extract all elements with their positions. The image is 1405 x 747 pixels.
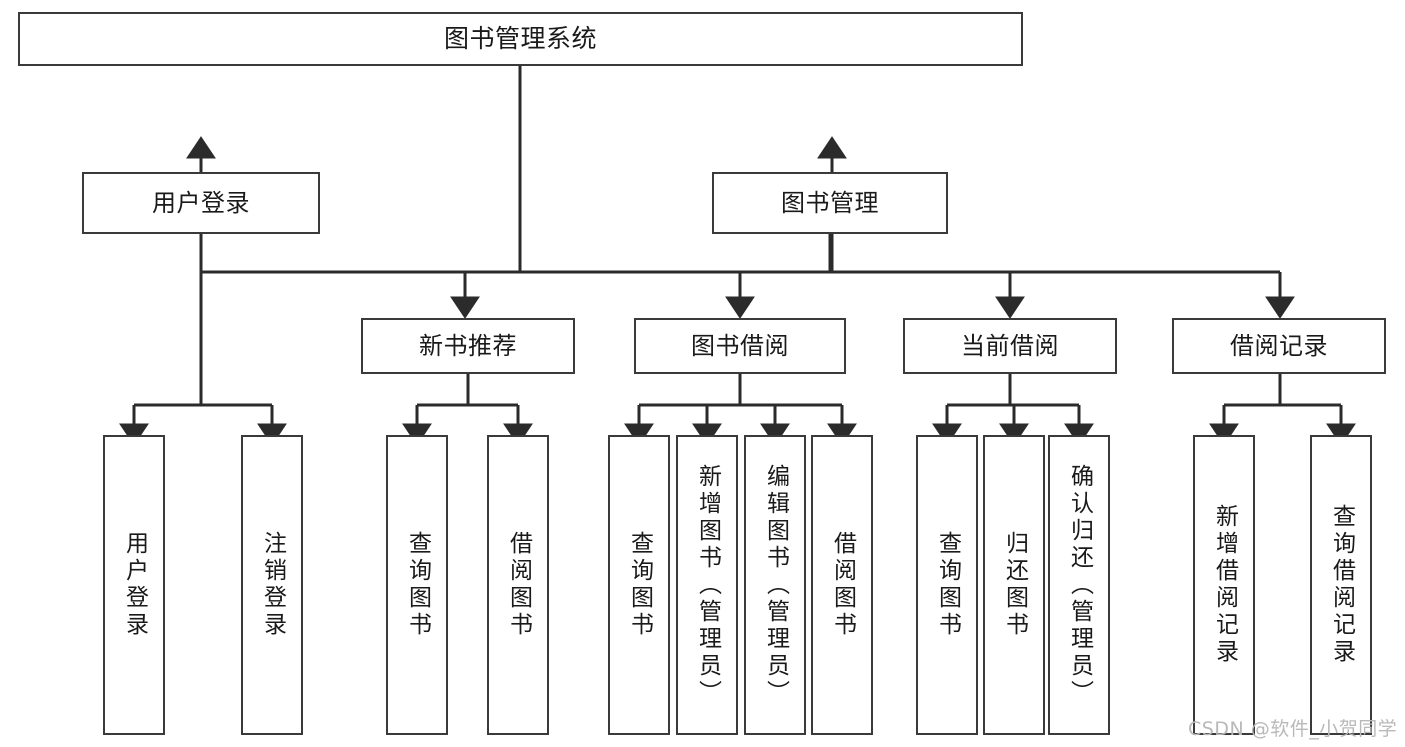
node-new-book-rec[interactable]: 新书推荐 xyxy=(361,318,575,374)
node-label: 图书管理系统 xyxy=(443,24,597,54)
csdn-watermark: CSDN @软件_小贺同学 xyxy=(1188,718,1398,740)
node-label: 借阅记录 xyxy=(1230,331,1328,360)
node-label: 确认归还（管理员） xyxy=(1066,463,1093,707)
node-label: 查询图书 xyxy=(404,531,431,639)
node-label: 用户登录 xyxy=(121,531,148,639)
node-leaf-edit-book[interactable]: 编辑图书（管理员） xyxy=(744,435,806,735)
node-leaf-confirm-return[interactable]: 确认归还（管理员） xyxy=(1048,435,1110,735)
node-leaf-borrow-book-1[interactable]: 借阅图书 xyxy=(487,435,549,735)
node-label: 编辑图书（管理员） xyxy=(762,463,789,707)
node-label: 新增借阅记录 xyxy=(1211,504,1238,666)
node-leaf-return-book[interactable]: 归还图书 xyxy=(983,435,1045,735)
node-label: 图书管理 xyxy=(781,188,879,217)
node-leaf-user-login[interactable]: 用户登录 xyxy=(103,435,165,735)
node-root-book-management-system[interactable]: 图书管理系统 xyxy=(18,12,1023,66)
node-book-borrow[interactable]: 图书借阅 xyxy=(634,318,846,374)
node-user-login[interactable]: 用户登录 xyxy=(82,172,320,234)
node-leaf-add-record[interactable]: 新增借阅记录 xyxy=(1193,435,1255,735)
node-leaf-add-book[interactable]: 新增图书（管理员） xyxy=(676,435,738,735)
node-label: 查询借阅记录 xyxy=(1328,504,1355,666)
node-leaf-query-book-1[interactable]: 查询图书 xyxy=(386,435,448,735)
node-label: 注销登录 xyxy=(259,531,286,639)
node-label: 当前借阅 xyxy=(961,331,1059,360)
node-leaf-query-book-3[interactable]: 查询图书 xyxy=(916,435,978,735)
node-label: 用户登录 xyxy=(152,188,250,217)
node-label: 查询图书 xyxy=(626,531,653,639)
node-leaf-borrow-book-2[interactable]: 借阅图书 xyxy=(811,435,873,735)
node-label: 借阅图书 xyxy=(505,531,532,639)
node-leaf-logout[interactable]: 注销登录 xyxy=(241,435,303,735)
node-book-manage[interactable]: 图书管理 xyxy=(712,172,948,234)
node-label: 新增图书（管理员） xyxy=(694,463,721,707)
node-label: 归还图书 xyxy=(1001,531,1028,639)
node-leaf-query-record[interactable]: 查询借阅记录 xyxy=(1310,435,1372,735)
node-label: 查询图书 xyxy=(934,531,961,639)
node-leaf-query-book-2[interactable]: 查询图书 xyxy=(608,435,670,735)
node-borrow-record[interactable]: 借阅记录 xyxy=(1172,318,1386,374)
node-label: 图书借阅 xyxy=(691,331,789,360)
node-label: 借阅图书 xyxy=(829,531,856,639)
node-current-borrow[interactable]: 当前借阅 xyxy=(903,318,1117,374)
node-label: 新书推荐 xyxy=(419,331,517,360)
